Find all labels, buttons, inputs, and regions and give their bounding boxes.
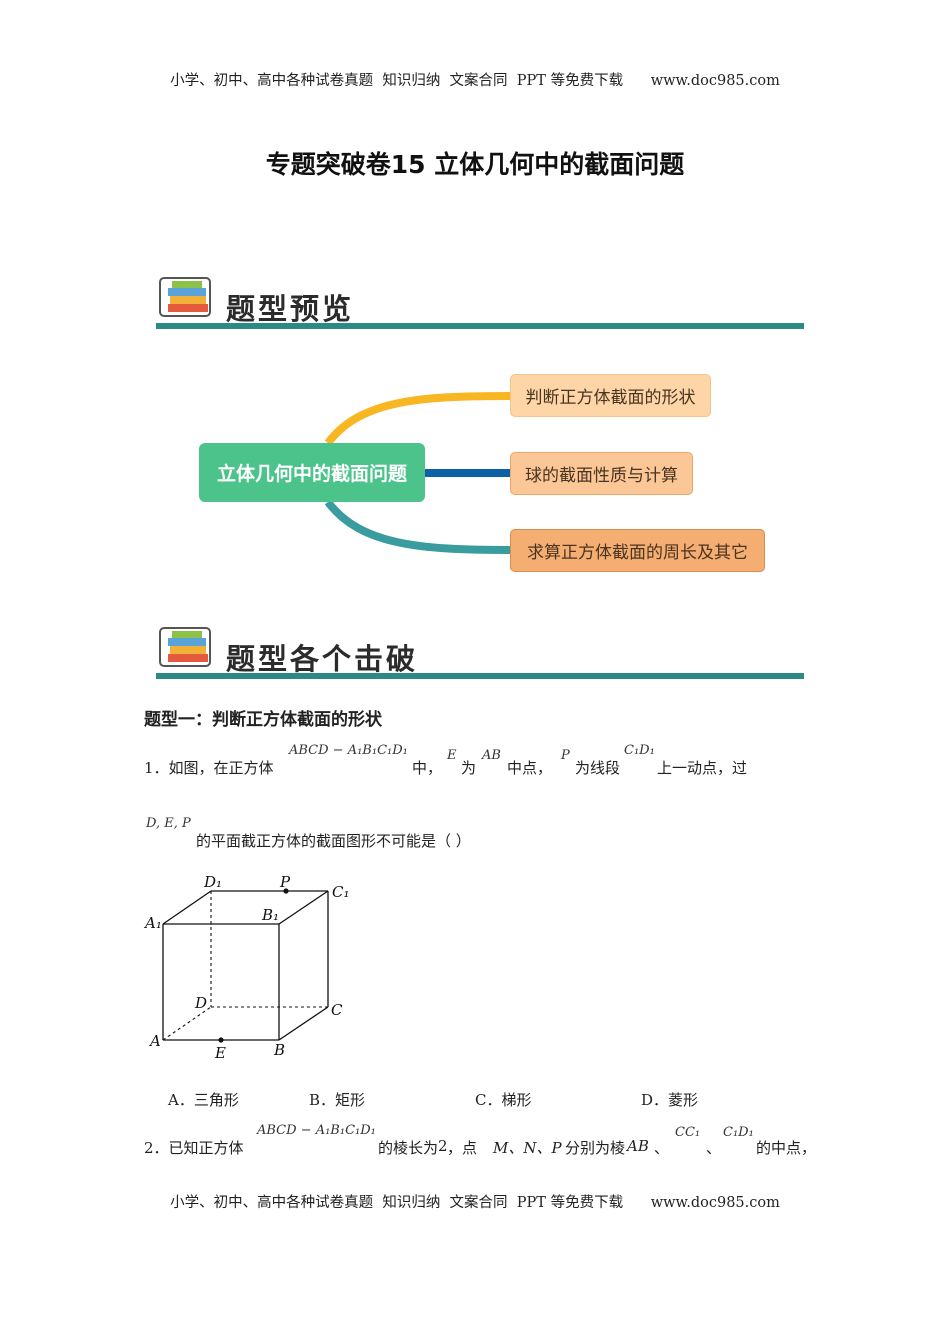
section-divider [156, 323, 804, 329]
label-P: P [279, 873, 291, 891]
mindmap-root: 立体几何中的截面问题 [199, 443, 425, 502]
q1-text: 中， [412, 759, 443, 777]
cube-figure: D₁ P C₁ A₁ B₁ D C A E B [143, 873, 350, 1062]
label-A: A [148, 1032, 161, 1050]
books-icon [159, 277, 211, 317]
q1-text: 为 [461, 759, 477, 777]
page-title: 专题突破卷15 立体几何中的截面问题 [265, 150, 685, 179]
mindmap-branch-2: 球的截面性质与计算 [510, 452, 693, 495]
label-E: E [214, 1044, 226, 1062]
q1-math-C1D1: C₁D₁ [624, 743, 655, 758]
q1-cube-name: ABCD − A₁B₁C₁D₁ [289, 743, 408, 758]
q1-math-P: P [561, 748, 570, 763]
q2-text: 分别为棱 [565, 1139, 626, 1157]
q1-math-E: E [447, 748, 457, 763]
q1-text: 为线段 [575, 759, 621, 777]
mindmap-branch-1: 判断正方体截面的形状 [510, 374, 711, 417]
mindmap-branch-3: 求算正方体截面的周长及其它 [510, 529, 765, 572]
q2-number: 2．已知正方体 [144, 1139, 244, 1157]
branch-connector-1 [324, 392, 511, 446]
label-B1: B₁ [261, 906, 279, 924]
q1-math-AB: AB [482, 748, 501, 763]
label-C: C [331, 1001, 343, 1019]
choice-c[interactable]: C．梯形 [475, 1091, 532, 1109]
q2-sep: 、 [654, 1139, 670, 1157]
section-label-breakthrough: 题型各个击破 [226, 642, 419, 676]
label-D1: D₁ [203, 873, 222, 891]
q2-text: ，点 [447, 1139, 478, 1157]
q2-cube-name: ABCD − A₁B₁C₁D₁ [257, 1123, 376, 1138]
q1-text: 上一动点，过 [657, 759, 748, 777]
page-footer: 小学、初中、高中各种试卷真题 知识归纳 文案合同 PPT 等免费下载 www.d… [170, 1195, 780, 1211]
q2-text: 的中点， [756, 1139, 817, 1157]
q2-text: 的棱长为 [378, 1139, 439, 1157]
page-header: 小学、初中、高中各种试卷真题 知识归纳 文案合同 PPT 等免费下载 www.d… [170, 73, 780, 89]
q2-points: M、N、P [493, 1139, 562, 1157]
q1-text: 中点， [507, 759, 553, 777]
label-C1: C₁ [332, 883, 350, 901]
label-D: D [194, 994, 207, 1012]
q1-math-points: D, E, P [146, 816, 191, 831]
choice-a[interactable]: A．三角形 [168, 1091, 239, 1109]
choice-d[interactable]: D．菱形 [641, 1091, 699, 1109]
section-divider [156, 673, 804, 679]
section-header-overview: 题型预览 [156, 276, 804, 336]
q1-text: 的平面截正方体的截面图形不可能是（ ） [196, 832, 471, 850]
label-B: B [273, 1041, 285, 1059]
label-A1: A₁ [143, 914, 162, 932]
branch-connector-3 [324, 499, 511, 554]
q2-number-2: 2 [438, 1137, 448, 1155]
question-type-heading: 题型一：判断正方体截面的形状 [144, 710, 382, 730]
books-icon [159, 627, 211, 667]
choice-b[interactable]: B．矩形 [309, 1091, 366, 1109]
section-header-breakthrough: 题型各个击破 [156, 626, 804, 686]
section-label-overview: 题型预览 [226, 292, 355, 326]
mindmap-connectors [324, 392, 511, 554]
q2-math-CC1: CC₁ [675, 1125, 701, 1140]
q2-sep: 、 [706, 1139, 722, 1157]
q2-math-AB: AB [627, 1137, 649, 1155]
q1-number: 1．如图，在正方体 [144, 759, 274, 777]
q2-math-C1D1: C₁D₁ [723, 1125, 754, 1140]
